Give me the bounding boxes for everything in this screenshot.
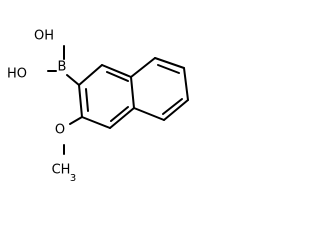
bond-c8a-c4a <box>130 76 135 109</box>
methyl-group-label: CH 3 <box>52 163 77 185</box>
bond-c1-c8a-inner <box>106 71 129 82</box>
methyl-label: CH <box>52 163 71 178</box>
bond-c6-c5 <box>163 99 189 121</box>
bond-c2-c1 <box>78 64 103 86</box>
bond-c1-c8a <box>101 64 132 78</box>
boron-atom-label: B <box>58 60 67 75</box>
bond-c2-b <box>66 74 80 86</box>
bond-c4-c3 <box>81 116 111 129</box>
hydroxyl-left-label: HO <box>7 67 27 82</box>
bond-c8-c7 <box>154 57 185 69</box>
bond-c4a-c4-inner <box>110 106 129 122</box>
molecule-diagram: B OH HO O CH 3 <box>7 29 189 185</box>
oxygen-atom-label: O <box>55 123 65 138</box>
bond-c6-c5-inner <box>162 98 183 115</box>
bond-c7-c6 <box>183 67 189 101</box>
bond-c8a-c8 <box>130 57 156 78</box>
bond-c3-o <box>69 116 83 125</box>
structure-canvas: B OH HO O CH 3 <box>6 28 189 185</box>
bond-c5-c4a <box>133 107 165 121</box>
bond-c3-c2 <box>78 84 83 118</box>
bond-c4a-c4 <box>109 107 135 129</box>
bond-c3-c2-inner <box>85 88 89 112</box>
bond-c8-c7-inner <box>157 64 180 74</box>
hydroxyl-top-label: OH <box>34 29 54 44</box>
methyl-subscript-label: 3 <box>70 173 76 184</box>
